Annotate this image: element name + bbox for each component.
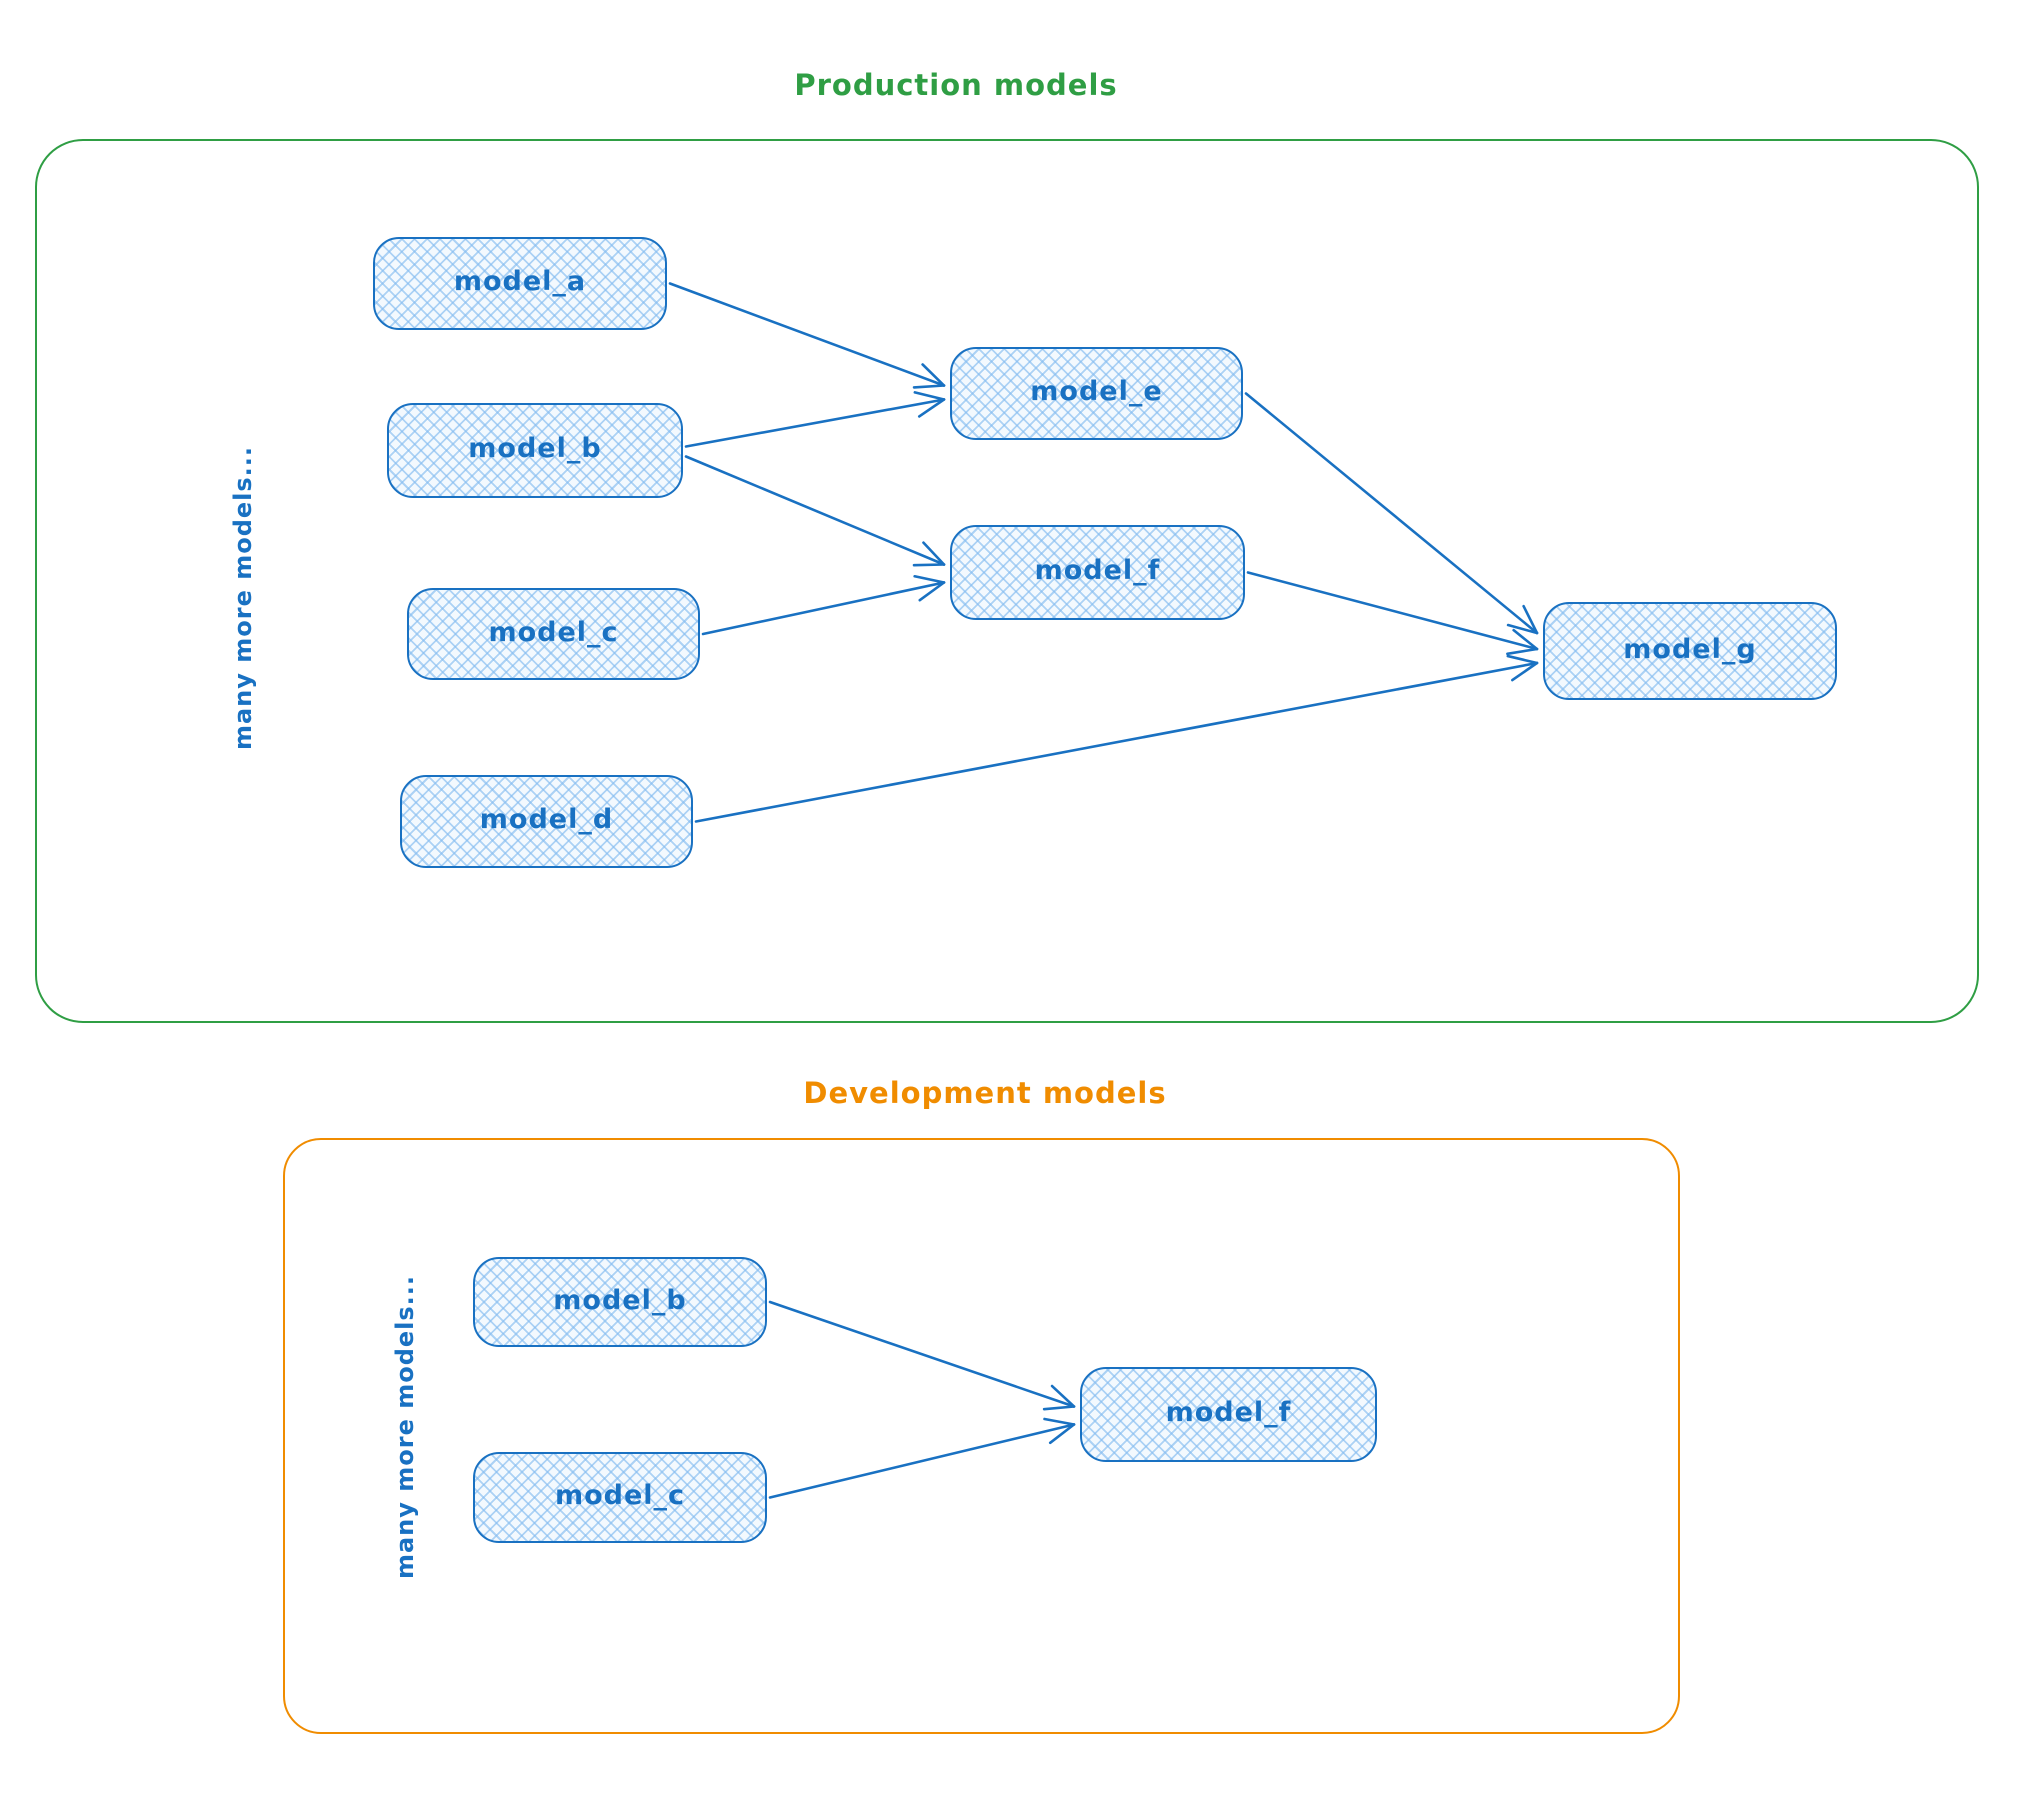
node-prod_model_f: model_f xyxy=(950,525,1245,620)
node-label: model_f xyxy=(1165,1397,1292,1428)
edge-prod_model_b-to-prod_model_e xyxy=(684,391,946,448)
node-label: model_d xyxy=(479,804,614,835)
node-prod_model_d: model_d xyxy=(400,775,693,868)
edge-prod_model_c-to-prod_model_f xyxy=(701,574,946,636)
node-label: model_e xyxy=(1030,376,1163,407)
node-prod_model_g: model_g xyxy=(1543,602,1837,700)
edge-dev_model_b-to-dev_model_f xyxy=(768,1300,1076,1411)
node-prod_model_b: model_b xyxy=(387,403,683,498)
node-prod_model_c: model_c xyxy=(407,588,700,680)
edge-prod_model_b-to-prod_model_f xyxy=(684,455,946,567)
node-label: model_c xyxy=(488,616,619,648)
node-label: model_f xyxy=(1034,555,1161,586)
node-prod_model_a: model_a xyxy=(373,237,667,330)
edge-prod_model_a-to-prod_model_e xyxy=(668,282,946,389)
node-dev_model_b: model_b xyxy=(473,1257,767,1347)
node-label: model_c xyxy=(554,1480,686,1511)
edge-dev_model_c-to-dev_model_f xyxy=(768,1417,1076,1499)
node-label: model_b xyxy=(468,433,602,464)
edge-prod_model_f-to-prod_model_g xyxy=(1246,571,1539,656)
development-side-label: many more models... xyxy=(391,1274,419,1580)
node-label: model_a xyxy=(453,266,587,297)
edge-prod_model_e-to-prod_model_g xyxy=(1244,392,1539,635)
edge-prod_model_d-to-prod_model_g xyxy=(694,654,1539,823)
production-side-label: many more models... xyxy=(229,445,257,751)
node-dev_model_f: model_f xyxy=(1080,1367,1377,1462)
node-label: model_g xyxy=(1623,633,1757,665)
development-title: Development models xyxy=(803,1076,1167,1110)
node-prod_model_e: model_e xyxy=(950,347,1243,440)
node-label: model_b xyxy=(553,1284,687,1316)
node-dev_model_c: model_c xyxy=(473,1452,767,1543)
development-frame xyxy=(283,1138,1680,1734)
production-title: Production models xyxy=(794,68,1118,102)
production-frame xyxy=(35,139,1979,1023)
